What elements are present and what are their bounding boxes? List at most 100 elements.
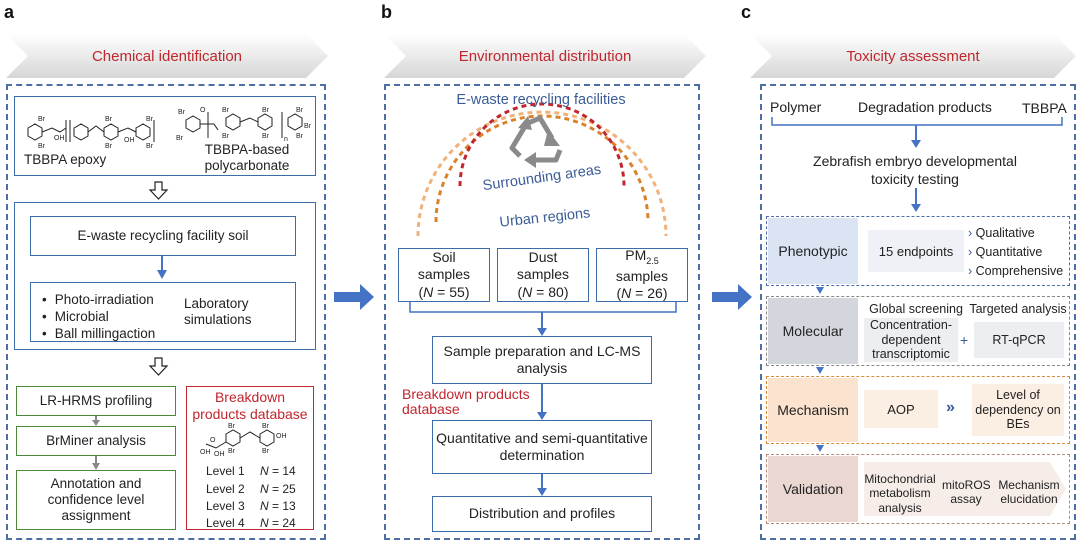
panel-letter-a: a bbox=[4, 2, 15, 22]
svg-text:Br: Br bbox=[222, 133, 230, 140]
structures-box bbox=[14, 96, 316, 176]
svg-text:Br: Br bbox=[146, 143, 154, 150]
svg-text:Br: Br bbox=[262, 133, 270, 140]
level-2-label: Level 2 bbox=[206, 482, 245, 496]
svg-text:Br: Br bbox=[146, 116, 154, 123]
svg-text:Br: Br bbox=[38, 143, 46, 150]
svg-text:O: O bbox=[210, 437, 216, 444]
molecular-category: Molecular bbox=[768, 298, 858, 364]
svg-text:Br: Br bbox=[176, 135, 184, 142]
svg-text:OH: OH bbox=[54, 135, 65, 142]
header-environmental-distribution: Environmental distribution bbox=[384, 34, 706, 78]
global-screening-label: Global screening bbox=[869, 302, 963, 316]
mechanism-category: Mechanism bbox=[768, 378, 858, 442]
mitoros-label: mitoROS assay bbox=[942, 478, 991, 507]
zebrafish-label: Zebrafish embryo developmental toxicity … bbox=[813, 153, 1017, 188]
validation-category: Validation bbox=[768, 456, 858, 522]
svg-text:O: O bbox=[200, 107, 206, 114]
targeted-analysis-label: Targeted analysis bbox=[969, 302, 1067, 316]
svg-text:Br: Br bbox=[262, 107, 270, 114]
panel-letter-c: c bbox=[741, 2, 752, 22]
chevron-right-icon: › bbox=[968, 264, 973, 278]
level-1-n: N = 14 bbox=[260, 464, 296, 478]
sim-item-2: Microbial bbox=[42, 309, 109, 325]
panel-c-frame bbox=[760, 84, 1076, 540]
tbbpa-epoxy-label: TBBPA epoxy bbox=[24, 152, 107, 167]
sim-item-1: Photo-irradiation bbox=[42, 292, 154, 308]
svg-text:Br: Br bbox=[262, 448, 270, 455]
svg-text:Br: Br bbox=[178, 109, 186, 116]
tbbpa-epoxy-structure bbox=[27, 120, 155, 142]
sim-item-3: Ball millingaction bbox=[42, 326, 156, 342]
lab-sim-label: Laboratory simulations bbox=[184, 296, 252, 328]
annotation-box: Annotation and confidence level assignme… bbox=[16, 470, 176, 530]
svg-text:Br: Br bbox=[262, 423, 270, 430]
endpoints-box: 15 endpoints bbox=[868, 230, 964, 272]
svg-text:OH: OH bbox=[214, 451, 225, 458]
recycle-icon bbox=[509, 115, 563, 168]
mechanism-elucidation-label: Mechanism elucidation bbox=[998, 478, 1060, 507]
level-4-n: N = 24 bbox=[260, 516, 296, 530]
svg-text:Br: Br bbox=[228, 448, 236, 455]
ring-label-facilities: E-waste recycling facilities bbox=[456, 92, 626, 108]
mechanism-row bbox=[766, 376, 1070, 444]
panel-b-frame bbox=[384, 84, 700, 540]
svg-text:Br: Br bbox=[304, 123, 312, 130]
mitochondrial-label: Mitochondrial metabolism analysis bbox=[864, 472, 936, 515]
polycarbonate-label: TBBPA-based polycarbonate bbox=[204, 142, 290, 174]
arrow-b-to-c bbox=[712, 284, 752, 310]
svg-text:Br: Br bbox=[105, 143, 113, 150]
level-1-label: Level 1 bbox=[206, 464, 245, 478]
breakdown-db-label: Breakdown products database bbox=[402, 386, 530, 418]
qualitative-item: › Qualitative bbox=[968, 226, 1035, 240]
soil-samples-box: Soil samples (N = 55) bbox=[398, 248, 490, 302]
svg-text:Br: Br bbox=[38, 116, 46, 123]
validation-row bbox=[766, 454, 1070, 524]
chevron-right-icon: › bbox=[968, 226, 973, 240]
level-3-label: Level 3 bbox=[206, 499, 245, 513]
brminer-box: BrMiner analysis bbox=[16, 426, 176, 456]
concentration-box: Concentration-dependent transcriptomic bbox=[864, 318, 958, 362]
lr-hrms-box: LR-HRMS profiling bbox=[16, 386, 176, 416]
breakdown-db-title: Breakdown products database bbox=[192, 389, 308, 422]
dependency-box: Level of dependency on BEs bbox=[972, 384, 1064, 436]
svg-text:Br: Br bbox=[296, 133, 304, 140]
svg-text:Br: Br bbox=[222, 107, 230, 114]
dust-samples-box: Dust samples (N = 80) bbox=[497, 248, 589, 302]
ring-surrounding bbox=[434, 114, 650, 223]
quantitative-item: › Quantitative bbox=[968, 245, 1043, 259]
svg-text:OH: OH bbox=[200, 449, 211, 456]
sample-prep-box: Sample preparation and LC-MS analysis bbox=[432, 336, 652, 384]
tbbpa-label: TBBPA bbox=[1022, 100, 1067, 116]
soil-box: E-waste recycling facility soil bbox=[30, 216, 296, 256]
hollow-arrow-1 bbox=[148, 181, 169, 200]
polycarbonate-structure bbox=[185, 112, 303, 138]
quant-box: Quantitative and semi-quantitative deter… bbox=[432, 420, 652, 474]
ring-facilities bbox=[458, 102, 626, 187]
arrow-a-to-b bbox=[334, 284, 374, 310]
plus-sign: + bbox=[960, 332, 969, 348]
header-toxicity-assessment: Toxicity assessment bbox=[750, 34, 1076, 78]
breakdown-db-box bbox=[186, 386, 314, 530]
level-3-n: N = 13 bbox=[260, 499, 296, 513]
molecular-row bbox=[766, 296, 1070, 366]
phenotypic-row bbox=[766, 216, 1070, 286]
chevron-right-icon: › bbox=[968, 245, 973, 259]
degradation-products-label: Degradation products bbox=[858, 99, 992, 115]
panel-a-frame bbox=[6, 84, 326, 540]
phenotypic-category: Phenotypic bbox=[768, 218, 858, 284]
header-chemical-identification: Chemical identification bbox=[6, 34, 328, 78]
svg-text:OH: OH bbox=[276, 433, 287, 440]
hollow-arrow-2 bbox=[148, 357, 169, 376]
polymer-label: Polymer bbox=[770, 99, 822, 115]
panel-letter-b: b bbox=[381, 2, 392, 22]
